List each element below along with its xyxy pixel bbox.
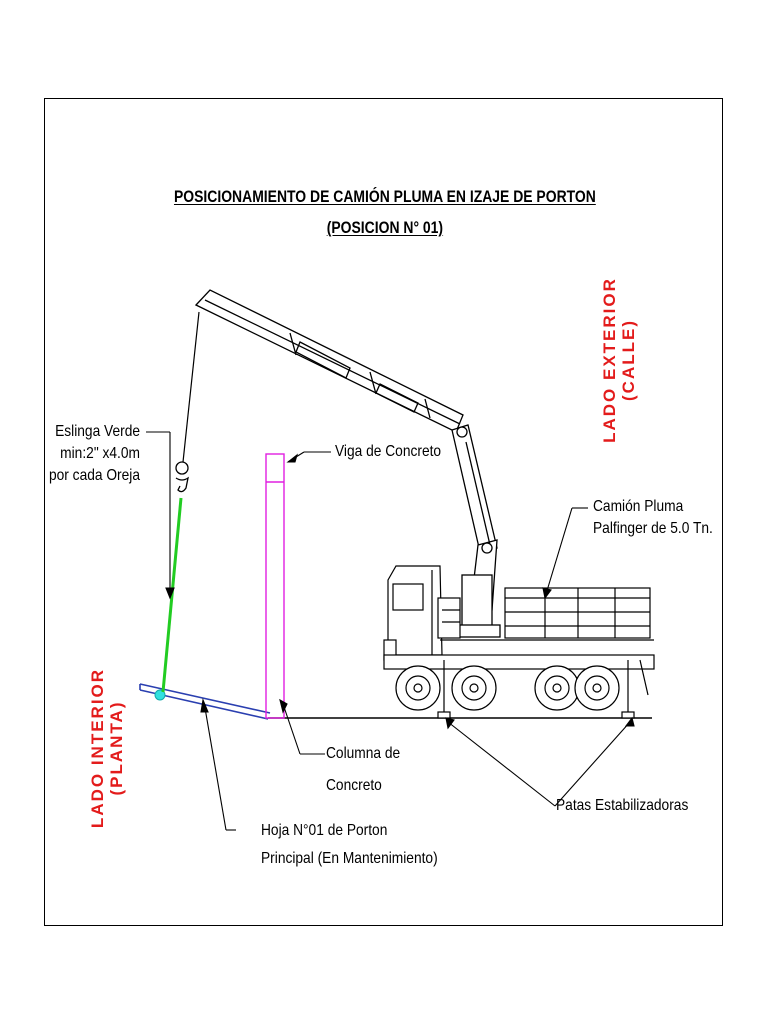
label-viga: Viga de Concreto [335, 443, 442, 460]
diagram-subtitle: (POSICION N° 01) [326, 218, 444, 237]
label-columna: Columna de Concreto [326, 743, 400, 797]
gate-leaf [139, 683, 271, 720]
label-camion-line2: Palfinger de 5.0 Tn. [593, 520, 713, 537]
label-hoja-line1: Hoja N°01 de Porton [261, 822, 388, 839]
label-camion: Camión Pluma Palfinger de 5.0 Tn. [593, 496, 713, 540]
side-exterior-line2: (CALLE) [619, 319, 638, 401]
diagram-title: POSICIONAMIENTO DE CAMIÓN PLUMA EN IZAJE… [173, 187, 596, 206]
side-interior-line2: (PLANTA) [107, 700, 126, 796]
truck-wheels [395, 665, 620, 711]
label-eslinga-line1: Eslinga Verde [55, 423, 140, 440]
label-columna-line2: Concreto [326, 777, 382, 794]
concrete-column [265, 453, 285, 719]
crane-boom [194, 289, 501, 638]
label-eslinga-line3: por cada Oreja [48, 467, 140, 484]
label-patas: Patas Estabilizadoras [556, 797, 689, 814]
side-interior-line1: LADO INTERIOR [88, 667, 107, 829]
label-columna-line1: Columna de [326, 745, 401, 762]
side-exterior-label: LADO EXTERIOR (CALLE) [600, 260, 638, 460]
label-eslinga-line2: min:2" x4.0m [60, 445, 140, 462]
label-hoja-line2: Principal (En Mantenimiento) [261, 850, 438, 867]
label-hoja: Hoja N°01 de Porton Principal (En Manten… [261, 820, 438, 870]
side-exterior-line1: LADO EXTERIOR [600, 277, 619, 443]
side-interior-label: LADO INTERIOR (PLANTA) [88, 648, 126, 848]
crane-cable [182, 311, 200, 463]
drawing-frame [44, 98, 723, 926]
leader-lines [146, 431, 635, 831]
gate-lift-point [154, 689, 166, 701]
truck [383, 565, 655, 719]
green-sling [161, 497, 183, 693]
label-camion-line1: Camión Pluma [593, 498, 684, 515]
label-eslinga: Eslinga Verde min:2" x4.0m por cada Orej… [20, 421, 140, 487]
hook-icon [175, 461, 189, 493]
